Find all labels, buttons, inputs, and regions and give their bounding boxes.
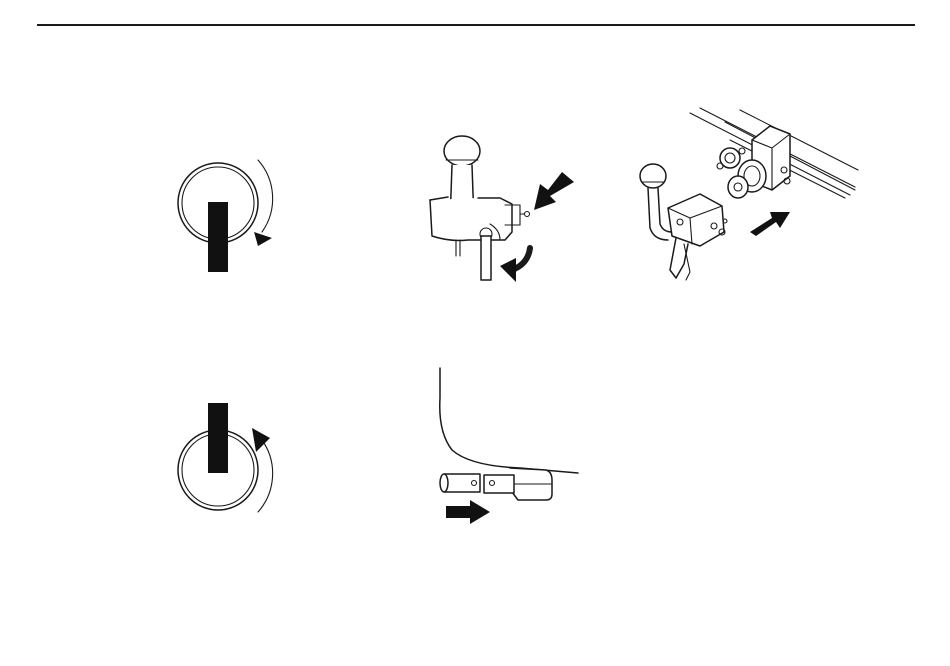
key-locked-position-icon [178,403,273,512]
key-unlocked-position-icon [178,160,273,272]
tow-ball-lever-release-icon [430,136,574,282]
receiver-cover-insert-icon [440,368,578,524]
tow-ball-removal-icon [640,108,858,280]
